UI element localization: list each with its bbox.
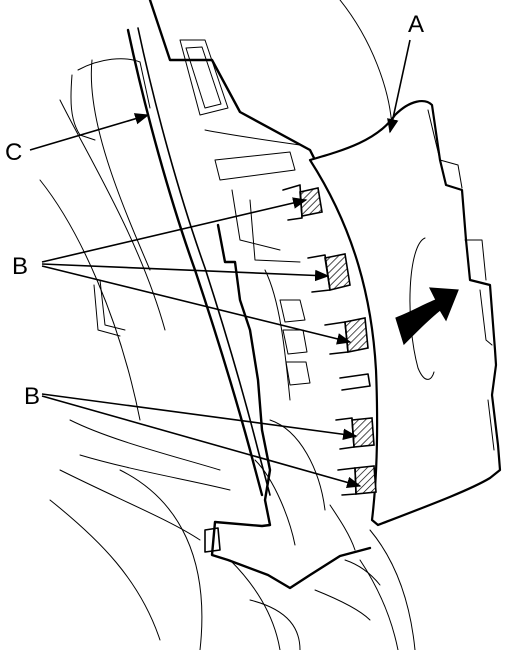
vehicle-body-background [39, 0, 416, 650]
pillar-edge-c [126, 27, 271, 497]
callout-a: A [408, 11, 424, 38]
trim-panel-a [308, 100, 502, 527]
callout-b-upper: B [12, 253, 28, 280]
clip-b-3 [344, 317, 369, 353]
callout-labels: A C B B [5, 11, 424, 410]
leader-lines [29, 39, 411, 489]
callout-b-lower: B [24, 383, 40, 410]
body-flange [148, 0, 372, 590]
clip-b-5 [354, 465, 377, 495]
clip-b-1 [299, 187, 323, 217]
clip-b-4 [351, 417, 375, 448]
removal-direction-arrow [395, 287, 459, 346]
callout-c: C [5, 139, 22, 166]
